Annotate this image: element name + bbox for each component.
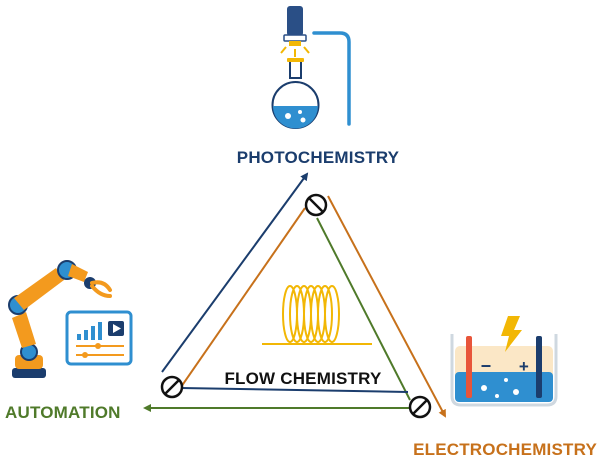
flow-chemistry-label: FLOW CHEMISTRY [224, 369, 382, 388]
valve-top-icon [304, 193, 328, 217]
robot-arm-icon [8, 260, 112, 378]
arrow-to-photochemistry [161, 172, 309, 373]
automation-label: AUTOMATION [5, 403, 121, 422]
photochemistry-label: PHOTOCHEMISTRY [237, 148, 400, 167]
control-panel-icon [65, 310, 133, 366]
photochemistry-flask-icon [271, 6, 351, 129]
plus-sign: + [519, 357, 529, 376]
flow-coil-icon [262, 285, 372, 345]
minus-sign: − [481, 356, 492, 376]
arrow-to-electrochemistry [327, 195, 446, 418]
electrochemistry-label: ELECTROCHEMISTRY [413, 440, 597, 459]
valve-right-icon [408, 395, 432, 419]
electrochemical-cell-icon [450, 316, 558, 407]
valve-left-icon [160, 375, 184, 399]
flow-lines [143, 172, 446, 418]
